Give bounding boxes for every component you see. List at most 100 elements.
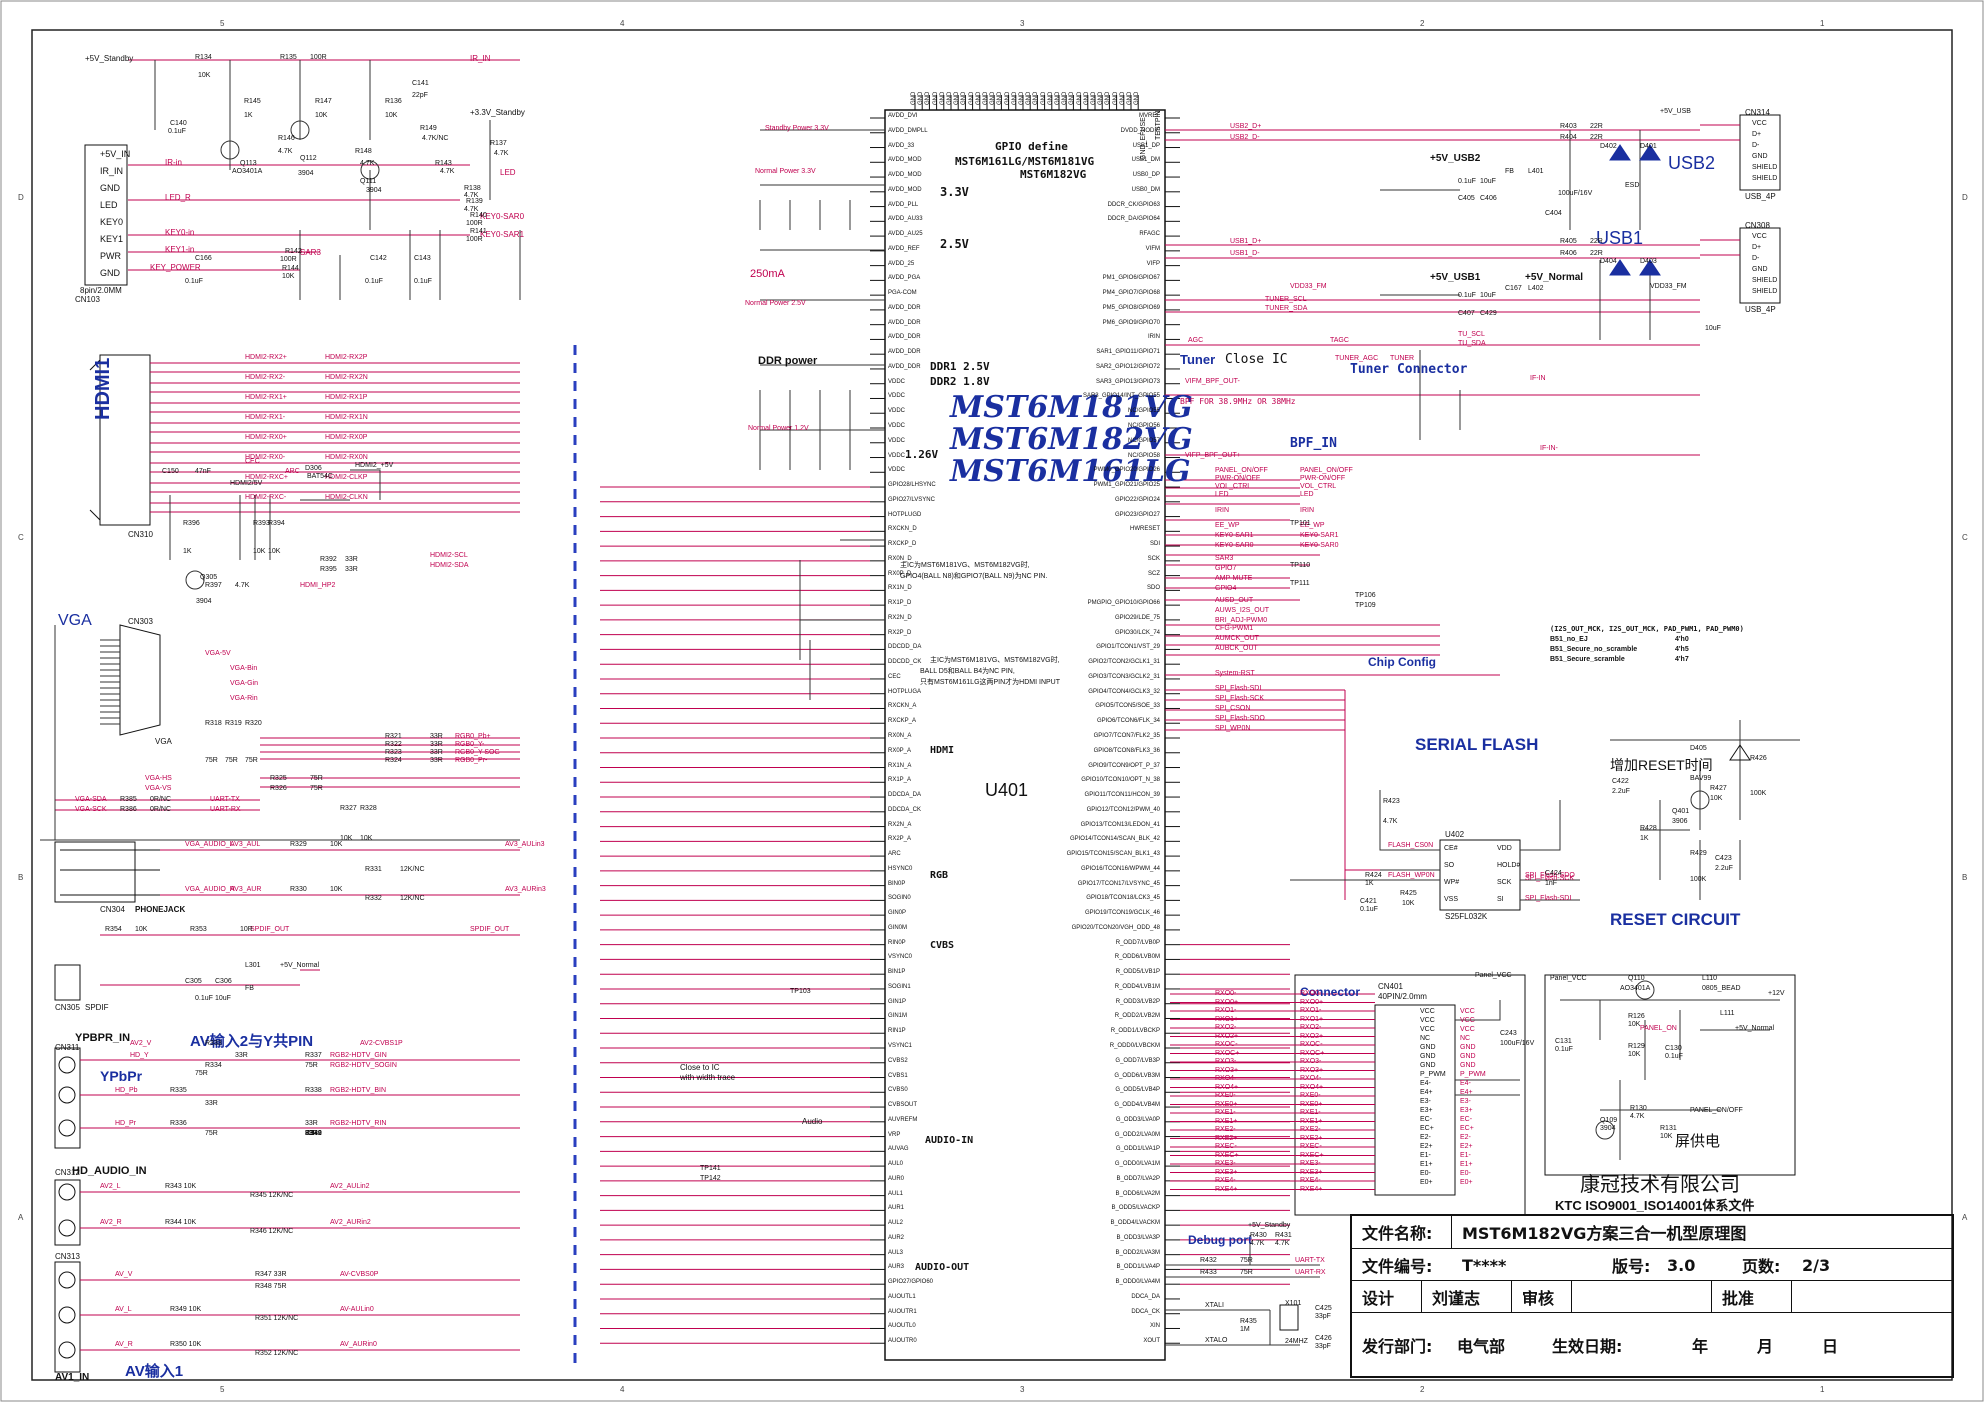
usb-part-label: ESD bbox=[1625, 182, 1640, 189]
column-mark: 5 bbox=[220, 19, 225, 28]
vga-net-label: VGA-Gin bbox=[230, 680, 259, 687]
usb-net-label: +5V_USB1 bbox=[1430, 272, 1481, 283]
ypbpr-part-label: R340 bbox=[305, 1130, 322, 1137]
lvds-net-label-2: RXO3- bbox=[1300, 1058, 1322, 1065]
reset-part-label: R426 bbox=[1750, 755, 1767, 762]
ic-top-pin-label: GND bbox=[961, 91, 968, 105]
flash-part-label: 1K bbox=[1365, 880, 1374, 887]
ic-right-pin-label: SAR2_GPIO12/GPIO72 bbox=[1095, 363, 1160, 370]
ic-left-pin-label: DDCDA_DA bbox=[888, 792, 922, 799]
panel-net-label: +5V_Normal bbox=[1735, 1025, 1775, 1032]
flash-pin-label: WP# bbox=[1444, 879, 1460, 886]
tb-dept-value: 电气部 bbox=[1457, 1337, 1506, 1356]
cn401-pin-label: E1- bbox=[1420, 1152, 1431, 1159]
test-point-label: TP141 bbox=[700, 1165, 721, 1172]
rail-33: 3.3V bbox=[940, 185, 969, 199]
spdif-part-label: C305 bbox=[185, 978, 202, 985]
chip-config-value: 4'h5 bbox=[1675, 646, 1689, 653]
phonejack-label: PHONEJACK bbox=[135, 905, 186, 914]
ic-top-pin-label: GND bbox=[918, 91, 925, 105]
cn314-body bbox=[1739, 114, 1781, 191]
cn401-pin-label-out: EC- bbox=[1460, 1116, 1473, 1123]
tuner-conn: Tuner Connector bbox=[1350, 362, 1468, 377]
ir-out-sar3: SAR3 bbox=[300, 248, 321, 257]
cn103-pin-label: +5V_IN bbox=[100, 149, 130, 159]
lvds-net-label-2: RXE1- bbox=[1300, 1109, 1321, 1116]
vga-label: VGA bbox=[155, 737, 172, 746]
usb1-pin-label: D+ bbox=[1752, 244, 1762, 251]
reset-part-label: C422 bbox=[1612, 778, 1629, 785]
ic-right-pin-label: SAR3_GPIO13/GPIO73 bbox=[1095, 378, 1160, 385]
ir-part-label: R136 bbox=[385, 98, 402, 105]
hdmi-net-label: HDMI2-CLKP bbox=[325, 474, 368, 481]
flash-pin-label: SI bbox=[1497, 896, 1504, 903]
ic-right-pin-label: USB1_DP bbox=[1132, 142, 1160, 149]
gpio-net-label-out: PWR-ON/OFF bbox=[1300, 475, 1346, 482]
chip-config-mode: B51_Secure_no_scramble bbox=[1550, 646, 1638, 653]
ir-part-label: 4.7K bbox=[464, 206, 479, 213]
close-ic: Close to IC bbox=[680, 1063, 720, 1072]
hdaudio-net-label: AV2_AULin2 bbox=[330, 1183, 370, 1190]
test-point-label: TP110 bbox=[1290, 562, 1311, 569]
power-33sb: Standby Power 3.3V bbox=[765, 125, 829, 132]
flash-net-label: FLASH_WP0N bbox=[1388, 872, 1435, 879]
vga-part-label: 33R bbox=[430, 749, 443, 756]
phone-part-label: 12K/NC bbox=[400, 866, 425, 873]
flash-block bbox=[1290, 790, 1580, 911]
cn401-pin-label: E2- bbox=[1420, 1134, 1431, 1141]
tuner-net-label: VIFM_BPF_OUT- bbox=[1185, 378, 1240, 385]
panel-part-label: 0.1uF bbox=[1665, 1053, 1683, 1060]
ir-part-label: 0.1uF bbox=[185, 278, 203, 285]
cn401-pin-label: E2+ bbox=[1420, 1143, 1433, 1150]
certification: KTC ISO9001_ISO14001体系文件 bbox=[1555, 1198, 1755, 1213]
ic-left-pin-label: AUR1 bbox=[888, 1205, 905, 1212]
gpio-net-label-out: LED bbox=[1300, 491, 1314, 498]
flash-net-label: FLASH_CS0N bbox=[1388, 842, 1434, 849]
vga-part-label: 0R/NC bbox=[150, 806, 172, 813]
ic-left-pin-label: VDDC bbox=[888, 378, 906, 385]
column-mark: 5 bbox=[220, 1385, 225, 1394]
av1-net-label: AV-CVBS0P bbox=[340, 1271, 379, 1278]
lvds-net-label-2: RXO4+ bbox=[1300, 1083, 1324, 1091]
test-point-label: TP111 bbox=[1290, 580, 1310, 587]
ic-left-pin-label: RX0P_A bbox=[888, 747, 912, 754]
ic-left-pin-label: AUL1 bbox=[888, 1190, 904, 1197]
ic-right-pin-label: B_ODD4/LVACKM bbox=[1110, 1220, 1160, 1227]
column-mark: 2 bbox=[1420, 1385, 1425, 1394]
usb-part-label: D402 bbox=[1600, 143, 1617, 150]
flash-part: S25FL032K bbox=[1445, 912, 1488, 921]
usb-part-label: 100uF/16V bbox=[1558, 190, 1593, 197]
vga-part-label: R324 bbox=[385, 757, 402, 764]
ic-left-pin-label: RX2P_D bbox=[888, 629, 912, 636]
usb2-pin-label: VCC bbox=[1752, 120, 1767, 127]
panel-part-label: R129 bbox=[1628, 1043, 1645, 1050]
column-mark: 4 bbox=[620, 19, 625, 28]
cn401-pin-label-out: E2- bbox=[1460, 1134, 1471, 1141]
ic-left-pin-label: RX2N_A bbox=[888, 821, 912, 828]
spdif-part-label: R354 bbox=[105, 926, 122, 933]
ic-top-pin-label: GND bbox=[1098, 91, 1105, 105]
audio-tag: Audio bbox=[802, 1117, 823, 1126]
usb-part-label: 22R bbox=[1590, 134, 1603, 141]
usb-part-label: R406 bbox=[1560, 250, 1577, 257]
ic-right-pin-label: SDO bbox=[1146, 585, 1160, 592]
tb-ver-label: 版号: bbox=[1612, 1257, 1651, 1276]
hdmi-net-label: ARC bbox=[285, 468, 300, 475]
cn401-pin-label: GND bbox=[1420, 1062, 1436, 1069]
gpio-net-label: SAR3 bbox=[1215, 555, 1234, 562]
debug-title: Debug port bbox=[1188, 1233, 1252, 1247]
ic-right-pin-label: XOUT bbox=[1143, 1338, 1160, 1345]
cn103-desc: 8pin/2.0MM bbox=[80, 286, 122, 295]
ic-left-pin-label: RX2N_D bbox=[888, 614, 912, 621]
gpio-net-label: SPI_CSON bbox=[1215, 705, 1251, 712]
chip-config-value: 4'h0 bbox=[1675, 636, 1689, 643]
flash-net-label: SPI_Flash-SDO bbox=[1525, 872, 1575, 879]
tb-designer: 刘谨志 bbox=[1422, 1281, 1512, 1313]
ic-right-pin-label: R_ODD3/LVB2P bbox=[1115, 998, 1160, 1005]
reset-part-label: R428 bbox=[1640, 825, 1657, 832]
cn308-body bbox=[1739, 227, 1781, 304]
vga-net-label: VGA-SCK bbox=[75, 806, 107, 813]
ic-left-pin-label: VSYNC0 bbox=[888, 954, 913, 961]
lvds-net-label-2: RXE4+ bbox=[1300, 1185, 1323, 1193]
